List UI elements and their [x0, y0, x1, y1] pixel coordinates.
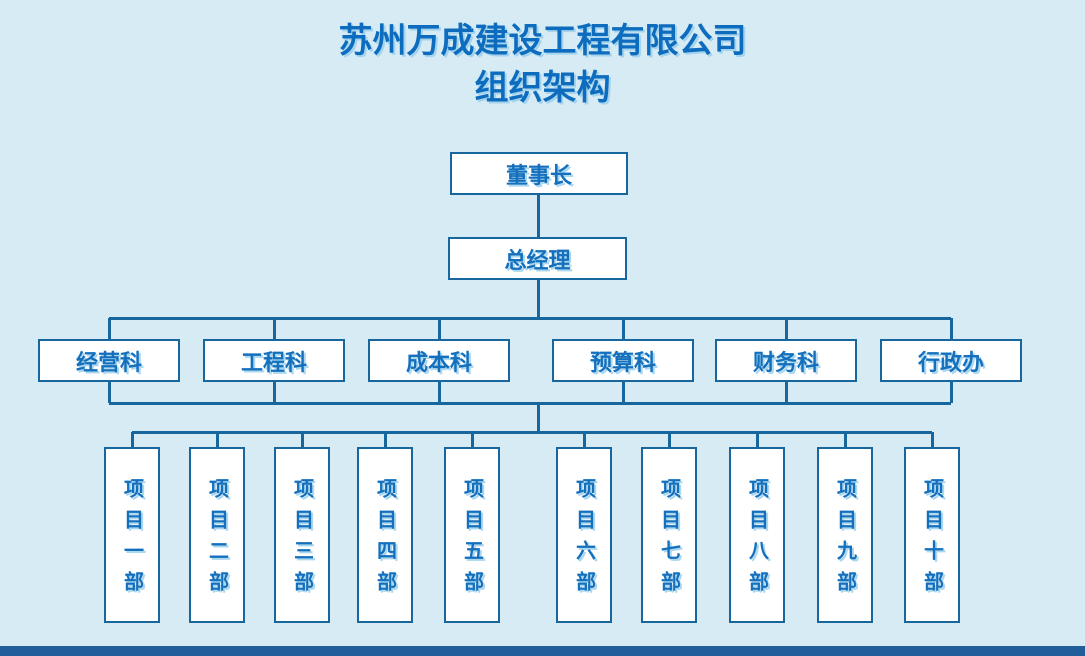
connector-line [215, 432, 219, 447]
company-name: 苏州万成建设工程有限公司 [338, 22, 747, 60]
connector-line [784, 318, 788, 339]
node-general-manager[interactable]: 总经理 [448, 237, 627, 280]
connector-line [272, 382, 276, 403]
connector-line [930, 432, 934, 447]
connector-line [437, 382, 441, 403]
node-chairman[interactable]: 董事长 [450, 152, 628, 195]
chart-title: 苏州万成建设工程有限公司 组织架构 [0, 18, 1085, 112]
connector-line [383, 432, 387, 447]
connector-line [132, 430, 932, 434]
connector-line [621, 318, 625, 339]
connector-line [536, 195, 540, 237]
connector-line [949, 318, 953, 339]
node-project-9[interactable]: 项目九部 [817, 447, 873, 623]
node-department-5[interactable]: 财务科 [715, 339, 857, 382]
node-project-5[interactable]: 项目五部 [444, 447, 500, 623]
connector-line [272, 318, 276, 339]
connector-line [109, 401, 951, 405]
connector-line [784, 382, 788, 403]
bottom-bar [0, 646, 1085, 656]
node-project-3[interactable]: 项目三部 [274, 447, 330, 623]
node-project-7[interactable]: 项目七部 [641, 447, 697, 623]
connector-line [667, 432, 671, 447]
connector-line [536, 403, 540, 432]
node-department-4[interactable]: 预算科 [552, 339, 694, 382]
node-department-1[interactable]: 经营科 [38, 339, 180, 382]
connector-line [536, 280, 540, 318]
node-project-2[interactable]: 项目二部 [189, 447, 245, 623]
connector-line [107, 382, 111, 403]
connector-line [621, 382, 625, 403]
node-project-8[interactable]: 项目八部 [729, 447, 785, 623]
connector-line [109, 316, 951, 320]
node-department-2[interactable]: 工程科 [203, 339, 345, 382]
connector-line [949, 382, 953, 403]
connector-line [437, 318, 441, 339]
node-project-10[interactable]: 项目十部 [904, 447, 960, 623]
connector-line [300, 432, 304, 447]
connector-line [755, 432, 759, 447]
connector-line [470, 432, 474, 447]
node-project-4[interactable]: 项目四部 [357, 447, 413, 623]
node-department-3[interactable]: 成本科 [368, 339, 510, 382]
connector-line [107, 318, 111, 339]
connector-line [582, 432, 586, 447]
connector-line [843, 432, 847, 447]
node-department-6[interactable]: 行政办 [880, 339, 1022, 382]
connector-line [130, 432, 134, 447]
node-project-1[interactable]: 项目一部 [104, 447, 160, 623]
node-project-6[interactable]: 项目六部 [556, 447, 612, 623]
chart-subtitle: 组织架构 [474, 69, 611, 107]
